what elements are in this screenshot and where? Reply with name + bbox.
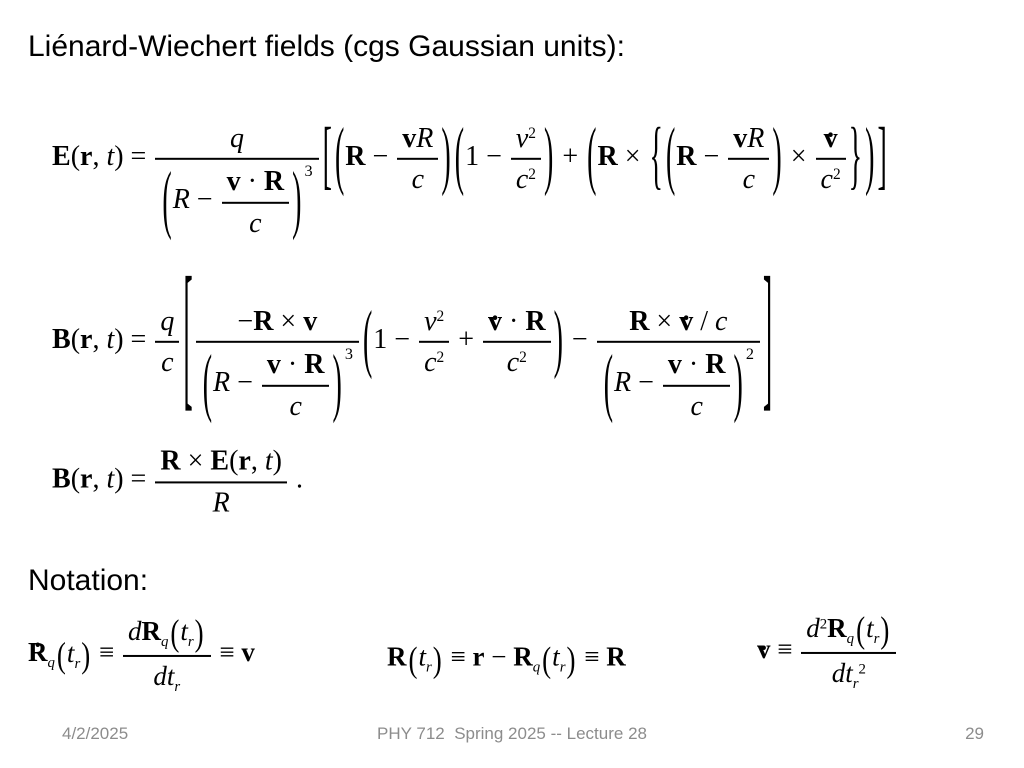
notation-displacement-equation: R(tr) ≡ r − Rq(tr) ≡ R xyxy=(387,638,626,680)
footer-page-number: 29 xyxy=(965,724,984,743)
bfield-relation-equation: B(r, t) = R × E(r, t)R . xyxy=(52,445,303,518)
slide-title: Liénard-Wiechert fields (cgs Gaussian un… xyxy=(28,30,625,63)
footer-date: 4/2/2025 xyxy=(62,724,129,743)
notation-label: Notation: xyxy=(28,564,149,597)
notation-acceleration-equation: ·v ≡ d2Rq(tr)dtr2 xyxy=(757,610,898,694)
footer-course-text: PHY 712 Spring 2025 -- Lecture 28 xyxy=(377,724,647,743)
notation-velocity-equation: ·Rq(tr) ≡ dRq(tr)dtr ≡ v xyxy=(28,612,255,696)
